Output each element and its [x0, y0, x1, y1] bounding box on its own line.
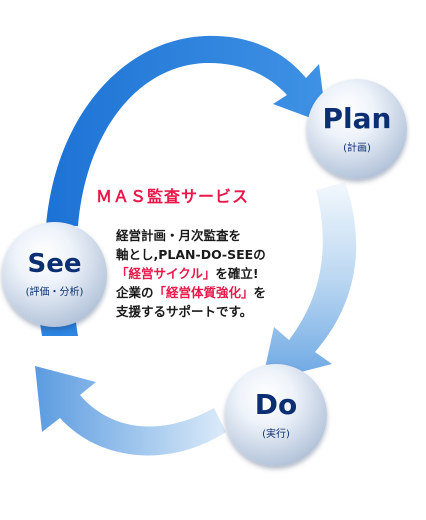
- plan-node: Plan (計画): [307, 79, 407, 179]
- do-node: Do (実行): [225, 364, 327, 466]
- description-text: 経営計画・月次監査を 軸とし,PLAN-DO-SEEの 「経営サイクル」を確立!…: [116, 226, 316, 321]
- plan-sublabel: (計画): [343, 142, 371, 154]
- see-node: See (評価・分析): [2, 222, 107, 327]
- description-line-4-rest: を: [253, 285, 267, 300]
- management-cycle-highlight: 「経営サイクル」: [116, 266, 216, 281]
- do-label: Do: [254, 387, 298, 421]
- arrow-plan-to-do: [262, 182, 357, 382]
- plan-label: Plan: [322, 101, 392, 135]
- see-sublabel: (評価・分析): [25, 287, 84, 298]
- description-line-3: 「経営サイクル」を確立!: [116, 264, 316, 283]
- strengthening-highlight: 「経営体質強化」: [153, 285, 254, 300]
- description-line-5: 支援するサポートです。: [116, 304, 253, 319]
- arrow-do-to-see: [35, 366, 226, 456]
- see-label: See: [27, 249, 82, 279]
- arrow-see-to-plan: [46, 35, 327, 226]
- description-line-4-start: 企業の: [116, 285, 154, 300]
- do-sublabel: (実行): [262, 428, 290, 440]
- service-title: ＭＡＳ監査サービス: [96, 187, 250, 206]
- description-line-4: 企業の「経営体質強化」を: [116, 283, 316, 302]
- description-line-1: 経営計画・月次監査を: [116, 228, 242, 243]
- description-line-2: 軸とし,PLAN-DO-SEEの: [116, 247, 266, 262]
- description-line-3-rest: を確立!: [215, 266, 259, 281]
